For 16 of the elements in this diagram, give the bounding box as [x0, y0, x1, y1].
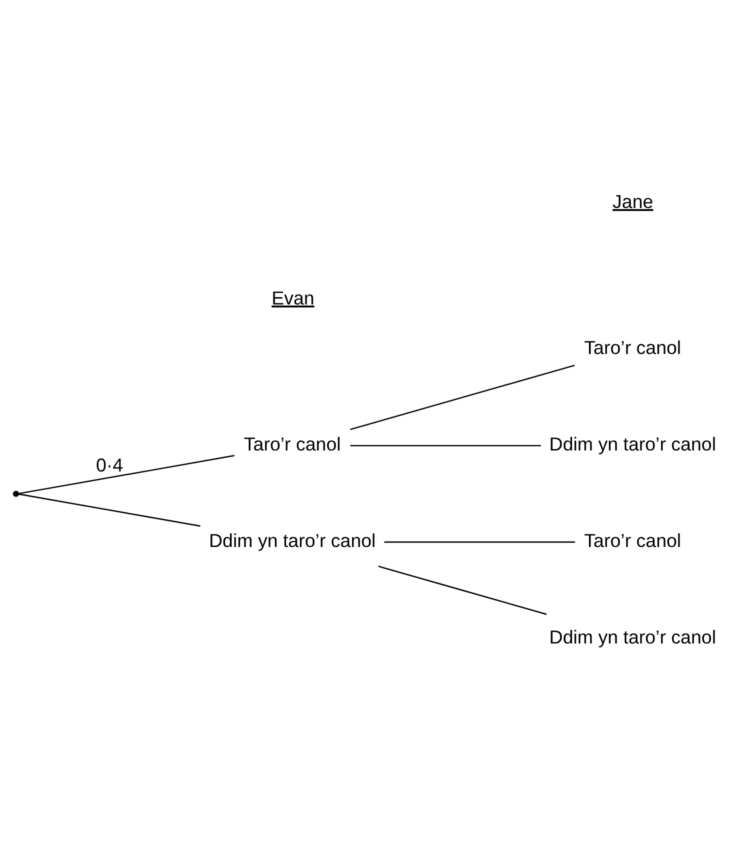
- node-text: Ddim yn taro’r canol: [209, 530, 376, 552]
- node-text: Taro’r canol: [584, 530, 682, 552]
- connector: [18, 454, 234, 494]
- label: Jane: [612, 191, 654, 212]
- connector: [18, 493, 200, 527]
- connector: [378, 566, 547, 615]
- node-text: Taro’r canol: [244, 434, 341, 455]
- connector: [350, 444, 541, 446]
- node-point: [12, 490, 20, 497]
- connector: [384, 541, 576, 543]
- node-text: Ddim yn taro’r canol: [549, 434, 716, 455]
- node-text: Ddim yn taro’r canol: [549, 626, 716, 648]
- connector: [350, 364, 575, 430]
- edge-label: 0·4: [96, 454, 124, 476]
- label: Evan: [272, 288, 314, 309]
- node-text: Taro’r canol: [584, 337, 682, 358]
